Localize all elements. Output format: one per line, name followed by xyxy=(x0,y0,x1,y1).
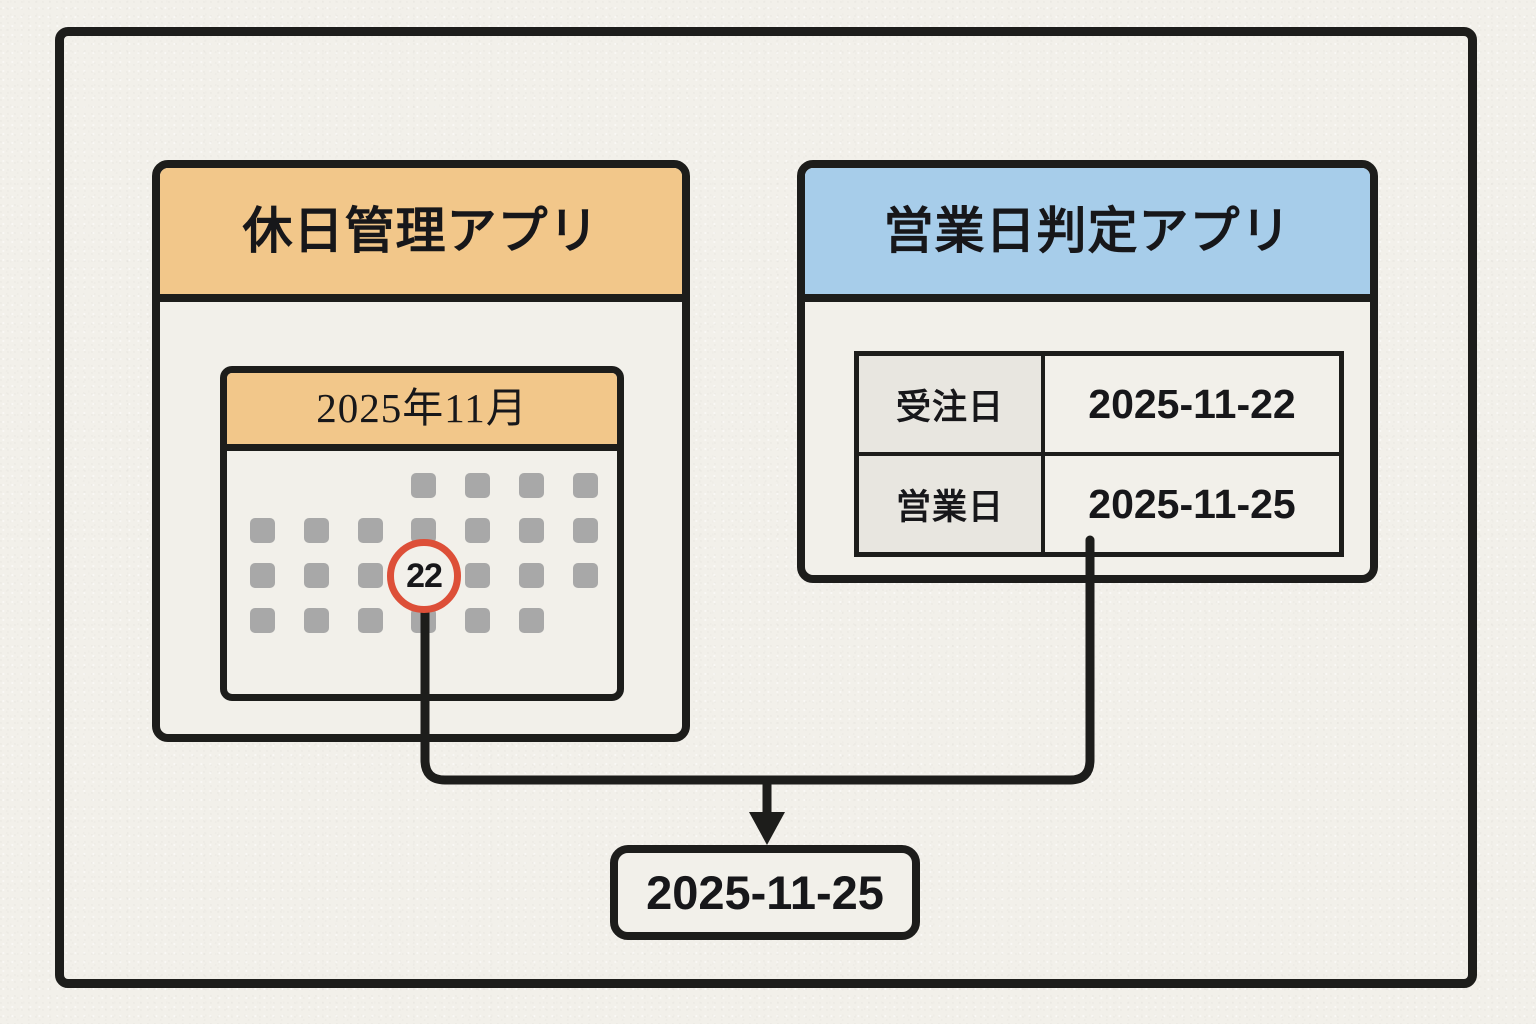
calendar-widget[interactable]: 2025年11月 22 xyxy=(220,366,624,701)
calendar-day-cell-empty xyxy=(573,608,598,633)
calendar-day-cell[interactable] xyxy=(518,518,544,543)
calendar-day-cell-empty xyxy=(304,473,329,498)
calendar-day-cell[interactable] xyxy=(572,518,598,543)
calendar-month-label: 2025年11月 xyxy=(316,385,528,431)
calendar-day-cell[interactable] xyxy=(572,563,598,588)
calendar-day-cell[interactable] xyxy=(250,608,276,633)
calendar-day-cell[interactable] xyxy=(518,563,544,588)
calendar-day-cell[interactable] xyxy=(465,518,491,543)
table-row-label: 営業日 xyxy=(854,452,1045,557)
calendar-day-cell[interactable] xyxy=(357,563,383,588)
calendar-day-cell[interactable] xyxy=(357,608,383,633)
calendar-day-cell[interactable] xyxy=(250,563,276,588)
holiday-management-app-panel[interactable]: 休日管理アプリ 2025年11月 22 xyxy=(152,160,690,742)
calendar-day-cell[interactable] xyxy=(465,608,491,633)
output-result-node: 2025-11-25 xyxy=(610,845,920,940)
calendar-day-cell[interactable] xyxy=(304,563,330,588)
output-result-label: 2025-11-25 xyxy=(646,866,884,919)
marked-day-highlight-circle: 22 xyxy=(386,538,461,613)
calendar-day-cell[interactable] xyxy=(411,473,437,498)
calendar-day-cell[interactable] xyxy=(518,608,544,633)
calendar-day-cell[interactable] xyxy=(572,473,598,498)
calendar-day-cell[interactable] xyxy=(357,518,383,543)
holiday-app-header: 休日管理アプリ xyxy=(160,168,682,302)
calendar-day-cell-marked[interactable]: 22 xyxy=(386,538,461,613)
calendar-day-cell[interactable] xyxy=(304,608,330,633)
calendar-day-cell[interactable] xyxy=(518,473,544,498)
calendar-day-cell[interactable] xyxy=(465,473,491,498)
calendar-day-cell-empty xyxy=(250,473,275,498)
calendar-month-header: 2025年11月 xyxy=(227,373,617,451)
table-row-value: 2025-11-25 xyxy=(1041,452,1344,557)
diagram-outer-frame xyxy=(55,27,1477,988)
table-row-label: 受注日 xyxy=(854,351,1045,456)
calendar-day-cell[interactable] xyxy=(465,563,491,588)
business-day-app-title: 営業日判定アプリ xyxy=(883,203,1292,259)
calendar-day-grid[interactable]: 22 xyxy=(236,463,612,643)
table-row-value: 2025-11-22 xyxy=(1041,351,1344,456)
calendar-day-cell[interactable] xyxy=(304,518,330,543)
holiday-app-title: 休日管理アプリ xyxy=(242,203,600,259)
business-day-app-header: 営業日判定アプリ xyxy=(805,168,1370,302)
calendar-day-cell-empty xyxy=(358,473,383,498)
marked-day-number: 22 xyxy=(406,556,443,595)
calendar-day-cell[interactable] xyxy=(250,518,276,543)
